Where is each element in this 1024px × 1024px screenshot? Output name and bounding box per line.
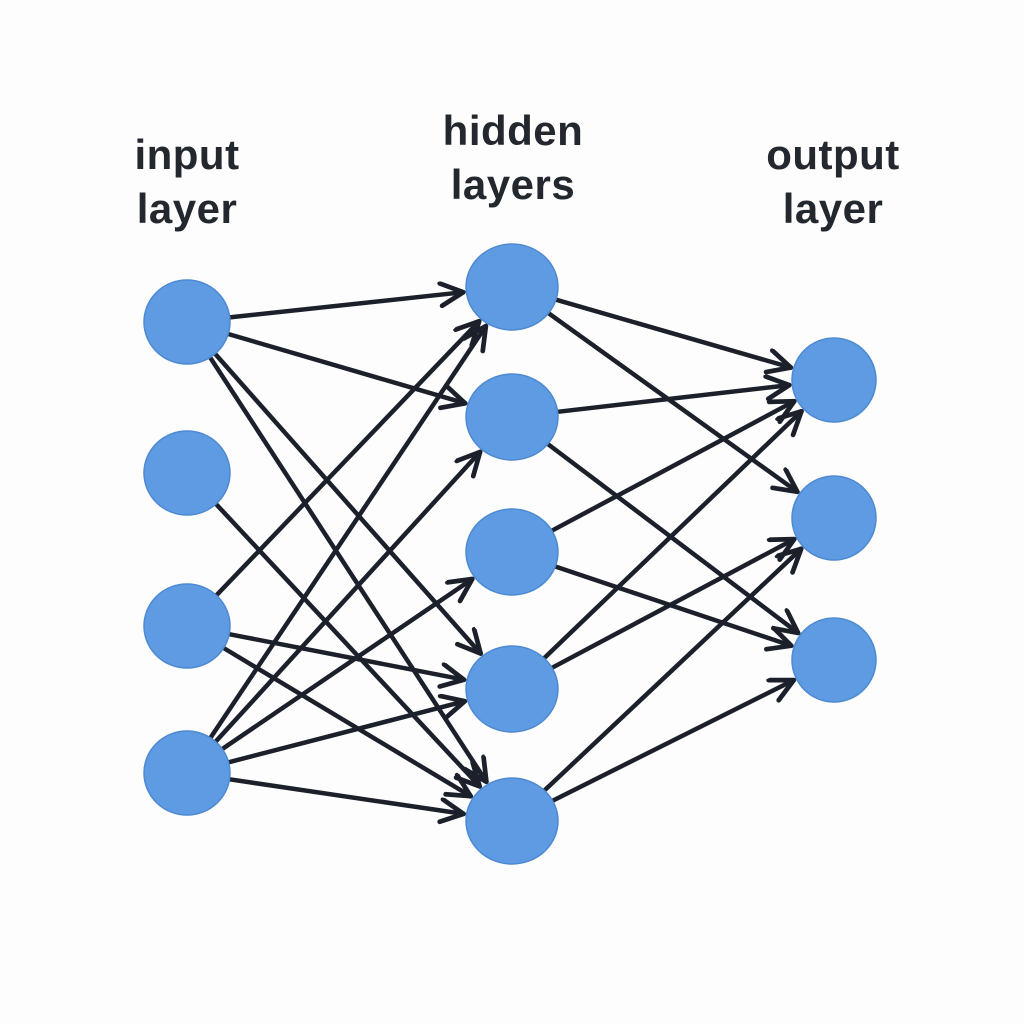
edge-i3-h5 <box>221 645 471 796</box>
output-layer-label: output layer <box>766 131 900 232</box>
output-node-o3 <box>791 617 877 703</box>
hidden-node-h5 <box>465 777 559 865</box>
edge-h4-o2 <box>549 539 794 671</box>
edge-h3-o1 <box>549 401 794 533</box>
edge-h1-o1 <box>553 297 791 368</box>
nodes-group <box>143 243 877 865</box>
edge-i1-h1 <box>227 292 464 320</box>
input-node-i3 <box>143 583 231 669</box>
edges-group <box>207 292 801 814</box>
hidden-node-h4 <box>465 645 559 733</box>
input-layer-label: input layer <box>134 131 240 232</box>
hidden-node-h2 <box>465 373 559 461</box>
edge-i4-h2 <box>213 452 481 744</box>
edge-h3-o3 <box>553 564 791 646</box>
input-node-i2 <box>143 430 231 516</box>
edge-i4-h5 <box>227 777 464 814</box>
hidden-node-h3 <box>465 508 559 596</box>
edge-i2-h5 <box>213 501 480 786</box>
edge-h5-o3 <box>550 680 794 803</box>
hidden-node-h1 <box>465 243 559 331</box>
edge-i1-h2 <box>225 331 465 403</box>
edge-h1-o2 <box>546 310 798 492</box>
edge-i1-h4 <box>212 351 481 654</box>
edge-h5-o2 <box>542 549 801 793</box>
edge-h4-o1 <box>541 411 801 661</box>
edge-i4-h4 <box>226 701 465 765</box>
hidden-layers-label: hidden layers <box>442 107 584 208</box>
edge-i4-h1 <box>208 326 486 741</box>
input-node-i1 <box>143 279 231 365</box>
input-node-i4 <box>143 730 231 816</box>
edge-i4-h3 <box>220 579 472 752</box>
edge-i3-h4 <box>226 631 464 680</box>
edge-i1-h5 <box>207 355 486 781</box>
output-node-o1 <box>791 337 877 423</box>
edge-h2-o3 <box>545 441 798 633</box>
output-node-o2 <box>791 475 877 561</box>
edge-i3-h1 <box>214 321 479 598</box>
edge-h2-o1 <box>555 385 790 415</box>
